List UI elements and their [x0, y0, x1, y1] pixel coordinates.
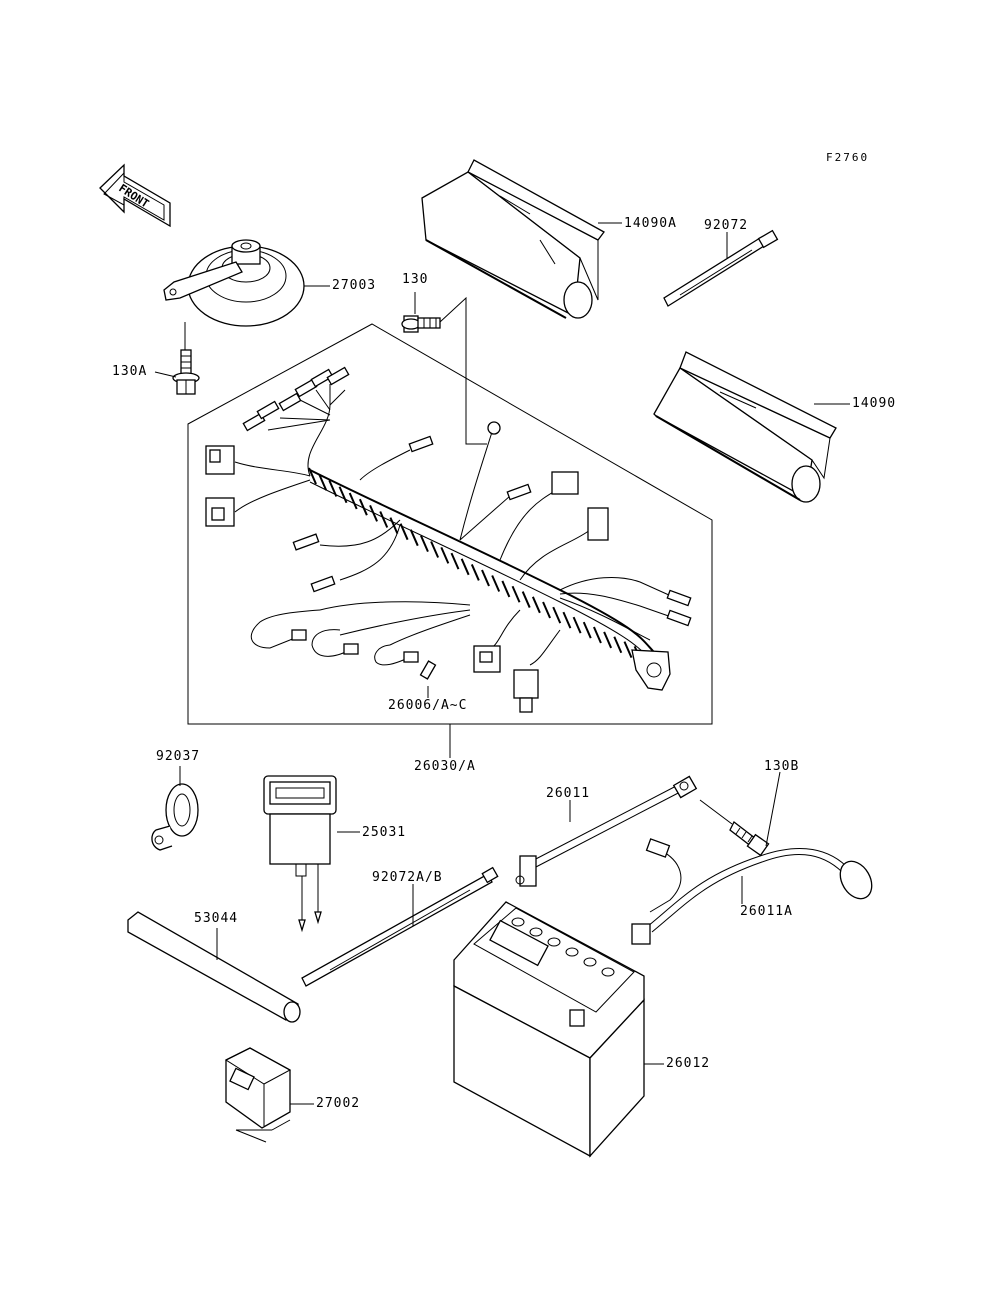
- cable-tie-92072-part: [663, 229, 779, 307]
- cover-14090a-part: [421, 159, 605, 319]
- label-27003: 27003: [332, 278, 377, 293]
- hour-meter-25031-part: [263, 775, 337, 933]
- label-130: 130: [402, 272, 429, 287]
- horn-part: [163, 239, 305, 327]
- front-arrow-icon: FRONT: [99, 163, 171, 228]
- battery-26012-part: [453, 901, 645, 1158]
- figure-code: F2760: [826, 151, 870, 164]
- label-130b: 130B: [764, 759, 800, 774]
- wiring-harness-outline: [187, 323, 713, 725]
- label-26006: 26006/A~C: [388, 698, 468, 713]
- clamp-92037-part: [151, 783, 199, 851]
- label-14090a: 14090A: [624, 216, 677, 231]
- label-14090: 14090: [852, 396, 897, 411]
- label-26011: 26011: [546, 786, 591, 801]
- label-25031: 25031: [362, 825, 407, 840]
- label-26011a: 26011A: [740, 904, 793, 919]
- battery-cable-26011a-part: [631, 838, 873, 945]
- tube-53044-part: [127, 911, 301, 1023]
- label-53044: 53044: [194, 911, 239, 926]
- label-26030: 26030/A: [414, 759, 476, 774]
- bolt-130-part: [401, 315, 441, 333]
- wiring-harness-part: [205, 366, 692, 713]
- relay-27002-part: [224, 1047, 292, 1143]
- label-92072ab: 92072A/B: [372, 870, 443, 885]
- label-92037: 92037: [156, 749, 201, 764]
- cable-tie-92072ab-part: [301, 866, 499, 987]
- bolt-130a-part: [172, 349, 200, 395]
- bolt-130b-part: [729, 821, 770, 857]
- label-27002: 27002: [316, 1096, 361, 1111]
- label-130a: 130A: [112, 364, 148, 379]
- cover-14090-part: [653, 351, 837, 503]
- label-26012: 26012: [666, 1056, 711, 1071]
- battery-cable-26011-part: [515, 775, 698, 887]
- label-92072: 92072: [704, 218, 749, 233]
